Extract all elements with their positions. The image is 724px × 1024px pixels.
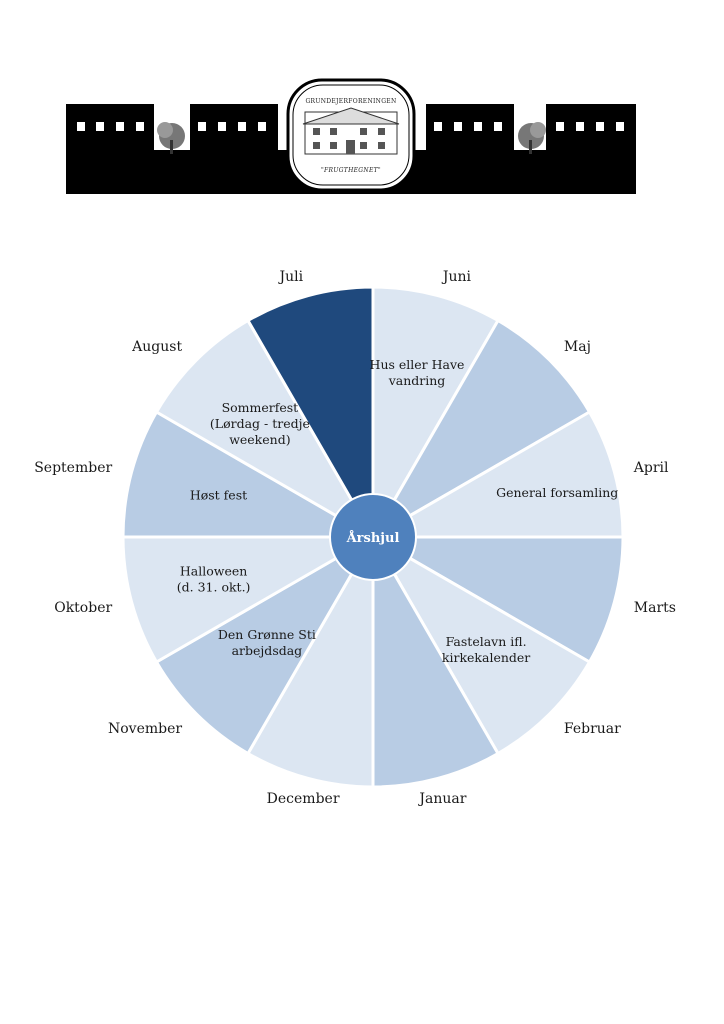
month-label-december: December: [267, 791, 340, 807]
event-label-februar: Fastelavn ifl.kirkekalender: [442, 634, 530, 665]
house-row-left: [66, 104, 278, 152]
month-label-juli: Juli: [278, 269, 304, 285]
segment-september: [121, 409, 379, 539]
segment-december: [245, 531, 375, 789]
house-windows: [77, 122, 624, 131]
event-line: Høst fest: [190, 488, 247, 503]
event-line: Den Grønne Sti: [218, 627, 316, 642]
event-line: Hus eller Have: [370, 357, 465, 372]
event-label-april: General forsamling: [496, 485, 618, 500]
event-line: General forsamling: [496, 485, 618, 500]
segment-oktober: [121, 535, 379, 665]
segment-november: [154, 532, 378, 756]
event-line: (d. 31. okt.): [177, 580, 251, 595]
tree-icon: [518, 122, 546, 154]
month-label-maj: Maj: [564, 339, 591, 355]
segment-juli: [245, 285, 375, 543]
event-line: vandring: [388, 373, 446, 388]
segment-februar: [368, 532, 592, 756]
month-label-august: August: [131, 339, 182, 355]
month-label-april: April: [633, 460, 669, 476]
segment-april: [367, 409, 625, 539]
month-label-marts: Marts: [634, 600, 676, 616]
month-label-oktober: Oktober: [54, 600, 112, 616]
segment-maj: [368, 318, 592, 542]
segment-januar: [371, 531, 501, 789]
logo-bottom-text: "FRUGTHEGNET": [321, 167, 381, 174]
center-circle: [329, 493, 417, 581]
tree-icon: [157, 122, 185, 154]
association-logo: GRUNDEJERFORENINGEN "FRUGTHEGNET": [286, 78, 416, 192]
segment-august: [154, 318, 378, 542]
center-label: Årshjul: [346, 530, 400, 546]
event-line: weekend): [229, 432, 290, 447]
event-label-september: Høst fest: [190, 488, 247, 503]
event-line: kirkekalender: [442, 650, 530, 665]
month-label-januar: Januar: [417, 791, 466, 807]
month-label-november: November: [108, 721, 182, 737]
month-label-juni: Juni: [441, 269, 472, 285]
month-label-februar: Februar: [564, 721, 621, 737]
event-line: Halloween: [180, 564, 247, 579]
segment-marts: [367, 535, 625, 665]
logo-top-text: GRUNDEJERFORENINGEN: [305, 98, 396, 105]
event-line: Fastelavn ifl.: [446, 634, 527, 649]
segment-juni: [371, 285, 501, 543]
event-line: (Lørdag - tredje: [210, 416, 310, 431]
wheel-segments: [121, 285, 625, 789]
event-label-oktober: Halloween(d. 31. okt.): [177, 564, 251, 595]
header-banner: GRUNDEJERFORENINGEN "FRUGTHEGNET": [66, 78, 636, 194]
event-line: Sommerfest: [222, 400, 299, 415]
house-row-right: [426, 104, 636, 152]
month-label-september: September: [34, 460, 112, 476]
event-line: arbejdsdag: [232, 643, 303, 658]
